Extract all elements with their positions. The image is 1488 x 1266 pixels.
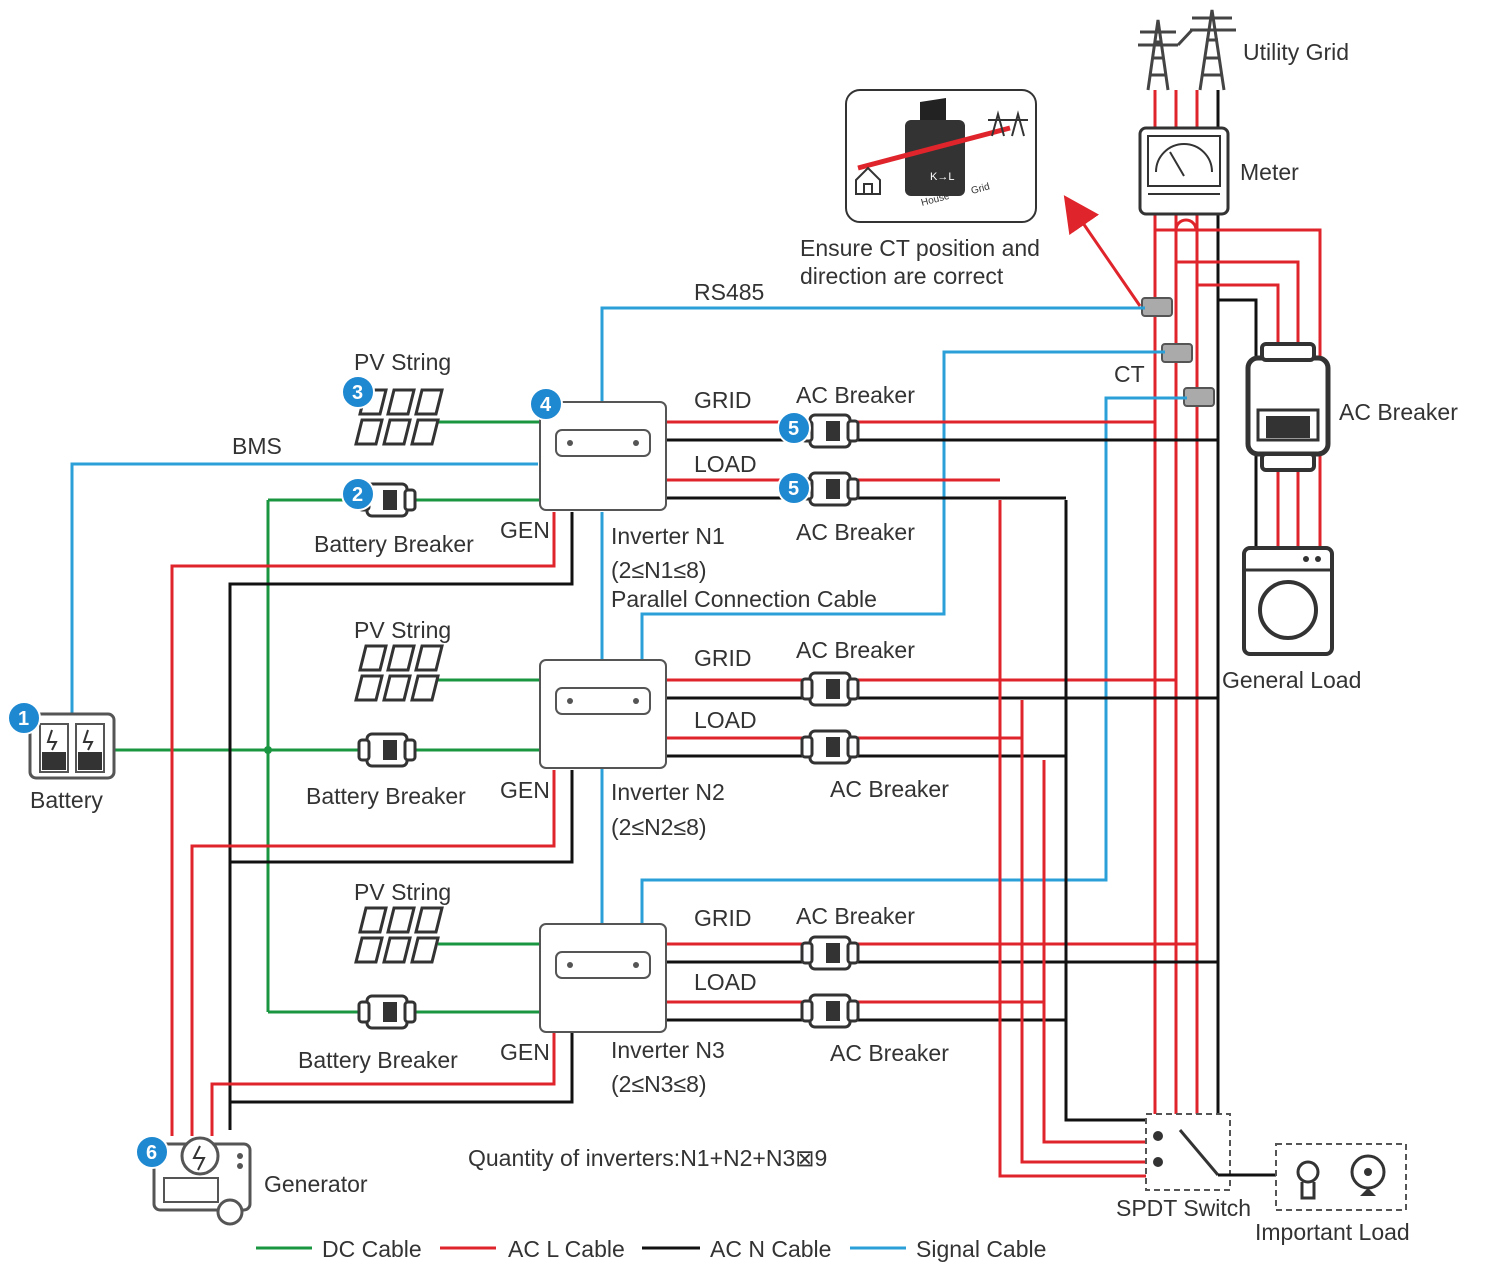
inverter-range-label: (2≤N3≤8) [611, 1071, 707, 1097]
inverter-name-label: Inverter N3 [611, 1037, 725, 1063]
spdt-switch-label: SPDT Switch [1116, 1195, 1251, 1221]
badge-5-load: 5 [777, 471, 811, 505]
badge-2: 2 [341, 477, 375, 511]
bms-label: BMS [232, 433, 282, 459]
washing-machine-icon [1242, 546, 1334, 656]
parallel-cable-label: Parallel Connection Cable [611, 586, 877, 612]
badge-1-number: 1 [18, 708, 29, 730]
load-ac-breaker-icon [800, 993, 860, 1029]
important-load-box [1275, 1143, 1407, 1211]
legend-acl: AC L Cable [508, 1236, 625, 1262]
pv-panel-icon [354, 388, 444, 446]
fan-icon [1350, 1154, 1386, 1196]
inverter-range-label: (2≤N1≤8) [611, 557, 707, 583]
pv-string-label: PV String [354, 879, 451, 905]
main-ac-breaker-icon [1245, 342, 1331, 472]
ac-breaker-bottom-label: AC Breaker [796, 519, 915, 545]
gen-label: GEN [500, 517, 550, 543]
inverter-icon [539, 659, 667, 769]
pv-panel-icon [354, 644, 444, 702]
ct-label: CT [1114, 361, 1145, 387]
inverter-icon [539, 401, 667, 511]
inverter-icon [539, 923, 667, 1033]
load-label: LOAD [694, 969, 757, 995]
battery-icon [28, 712, 116, 780]
ac-breaker-bottom-label: AC Breaker [830, 776, 949, 802]
battery-breaker-icon [357, 732, 417, 768]
grid-ac-breaker-icon [800, 671, 860, 707]
battery-breaker-label: Battery Breaker [306, 783, 466, 809]
legend-acn: AC N Cable [710, 1236, 831, 1262]
ct-kl-text: K→L [930, 171, 954, 183]
badge-4-number: 4 [540, 394, 552, 416]
badge-6-number: 6 [146, 1142, 157, 1164]
generator-label: Generator [264, 1171, 368, 1197]
ac-breaker-top-label: AC Breaker [796, 637, 915, 663]
badge-1: 1 [7, 701, 41, 735]
house-icon [855, 166, 881, 195]
ct-popup: K→L House Grid [845, 89, 1037, 223]
battery-breaker-label: Battery Breaker [298, 1047, 458, 1073]
meter-label: Meter [1240, 159, 1299, 185]
badge-3-number: 3 [352, 382, 363, 404]
legend: DC Cable AC L Cable AC N Cable Signal Ca… [256, 1236, 1046, 1262]
battery-breaker-icon [357, 994, 417, 1030]
badge-4: 4 [529, 387, 563, 421]
pv-string-label: PV String [354, 617, 451, 643]
grid-ac-breaker-icon [800, 413, 860, 449]
ct-note-line1: Ensure CT position and [800, 235, 1040, 261]
ct-clamp-icon [1141, 297, 1215, 407]
badge-2-number: 2 [352, 484, 363, 506]
ct-grid-text: Grid [970, 181, 991, 197]
generator-icon [152, 1136, 252, 1226]
gen-label: GEN [500, 777, 550, 803]
battery-breaker-label: Battery Breaker [314, 531, 474, 557]
rs485-label: RS485 [694, 279, 764, 305]
pv-string-label: PV String [354, 349, 451, 375]
lightbulb-icon [1296, 1160, 1320, 1200]
badge-5-grid: 5 [777, 411, 811, 445]
grid-label: GRID [694, 905, 752, 931]
badge-3: 3 [341, 375, 375, 409]
transmission-tower-icon [1138, 9, 1236, 91]
legend-signal: Signal Cable [916, 1236, 1046, 1262]
gen-label: GEN [500, 1039, 550, 1065]
ct-note-line2: direction are correct [800, 263, 1004, 289]
utility-grid-label: Utility Grid [1243, 39, 1349, 65]
ac-breaker-top-label: AC Breaker [796, 382, 915, 408]
badge-6: 6 [135, 1135, 169, 1169]
grid-ac-breaker-icon [800, 935, 860, 971]
load-label: LOAD [694, 707, 757, 733]
meter-icon [1138, 126, 1230, 216]
inverter-name-label: Inverter N1 [611, 523, 725, 549]
inverter-range-label: (2≤N2≤8) [611, 814, 707, 840]
ac-breaker-bottom-label: AC Breaker [830, 1040, 949, 1066]
grid-label: GRID [694, 645, 752, 671]
spdt-switch-icon [1145, 1113, 1231, 1191]
grid-label: GRID [694, 387, 752, 413]
badge-5-load-number: 5 [788, 478, 799, 500]
important-load-label: Important Load [1255, 1219, 1410, 1245]
pv-panel-icon [354, 906, 444, 964]
small-tower-icon [988, 110, 1028, 137]
ac-breaker-top-label: AC Breaker [796, 903, 915, 929]
badge-5-grid-number: 5 [788, 418, 799, 440]
legend-dc: DC Cable [322, 1236, 422, 1262]
battery-label: Battery [30, 787, 103, 813]
main-ac-breaker-label: AC Breaker [1339, 399, 1458, 425]
load-label: LOAD [694, 451, 757, 477]
quantity-label: Quantity of inverters:N1+N2+N3⊠9 [468, 1145, 827, 1171]
load-ac-breaker-icon [800, 729, 860, 765]
general-load-label: General Load [1222, 667, 1361, 693]
inverter-name-label: Inverter N2 [611, 779, 725, 805]
